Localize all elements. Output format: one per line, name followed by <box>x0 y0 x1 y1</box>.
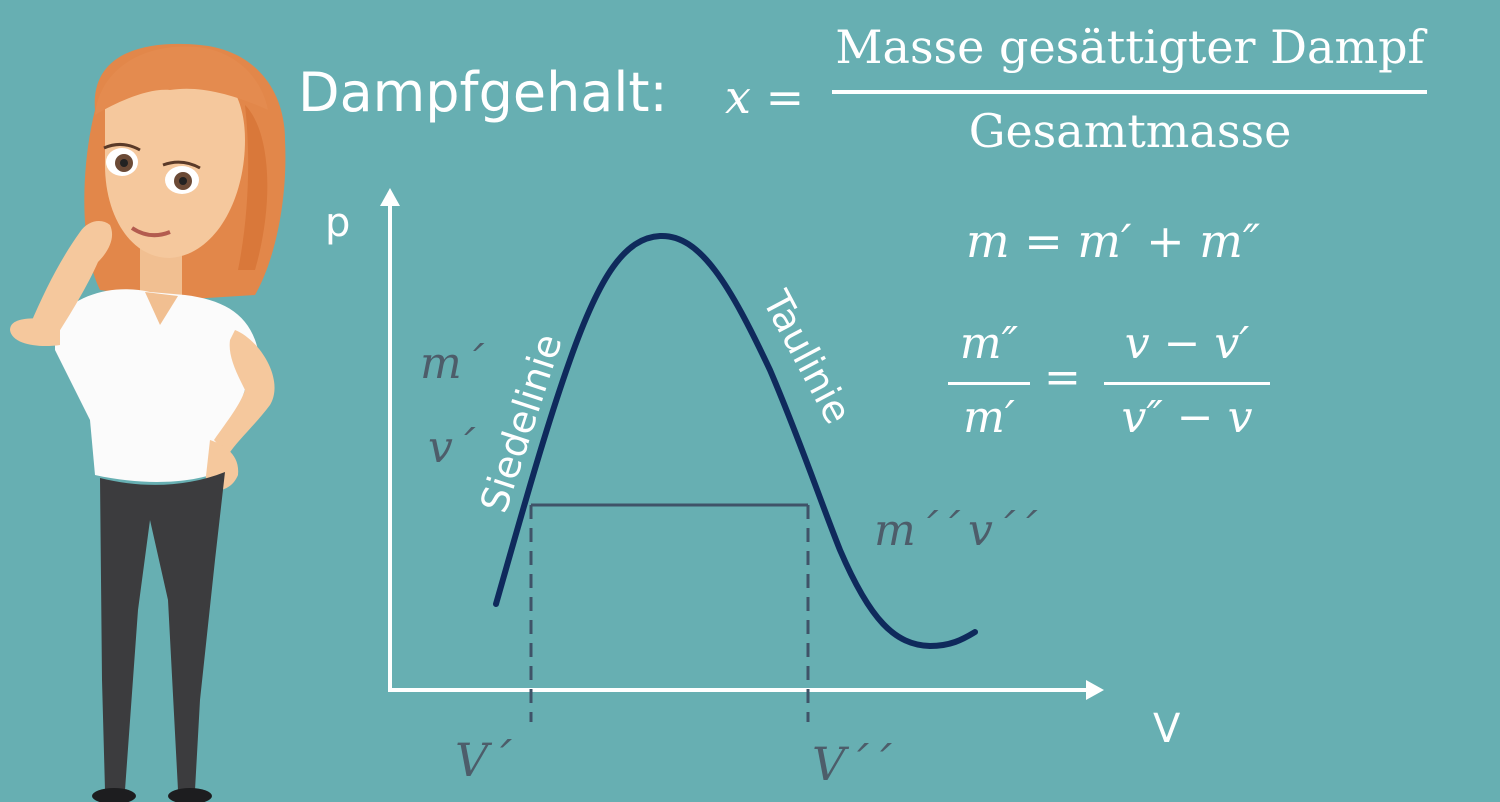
left-state-volume: v´ <box>428 422 476 473</box>
ratio-left-fraction-bar <box>948 382 1030 385</box>
presenter-illustration <box>10 43 286 802</box>
definition-denominator: Gesamtmasse <box>968 104 1292 158</box>
definition-numerator: Masse gesättigter Dampf <box>835 20 1425 74</box>
right-state-mass: m´´ <box>874 505 961 556</box>
saturation-curve <box>493 232 978 650</box>
y-axis-arrow-icon <box>380 188 400 206</box>
ratio-left-numerator: m″ <box>959 318 1019 369</box>
right-state-volume: v´´ <box>968 505 1038 556</box>
y-axis-label: p <box>325 200 350 246</box>
mass-equation: m = m′ + m″ <box>966 214 1261 268</box>
ratio-left-denominator: m′ <box>963 392 1015 443</box>
ratio-equals: = <box>1044 352 1081 403</box>
siedelinie-label: Siedelinie <box>472 329 571 518</box>
ratio-right-denominator: v″ − v <box>1121 392 1253 443</box>
title: Dampfgehalt: <box>298 61 668 124</box>
definition-fraction-bar <box>832 90 1427 94</box>
definition-lhs: x = <box>725 70 805 124</box>
x-tick-left: V´ <box>455 733 512 787</box>
taulinie-label: Taulinie <box>754 283 861 431</box>
x-tick-right: V´´ <box>812 737 892 791</box>
ratio-right-numerator: v − v′ <box>1124 318 1250 369</box>
x-axis-label: V <box>1153 706 1181 752</box>
x-axis-arrow-icon <box>1086 680 1104 700</box>
left-state-mass: m´ <box>420 338 485 389</box>
ratio-right-fraction-bar <box>1104 382 1270 385</box>
